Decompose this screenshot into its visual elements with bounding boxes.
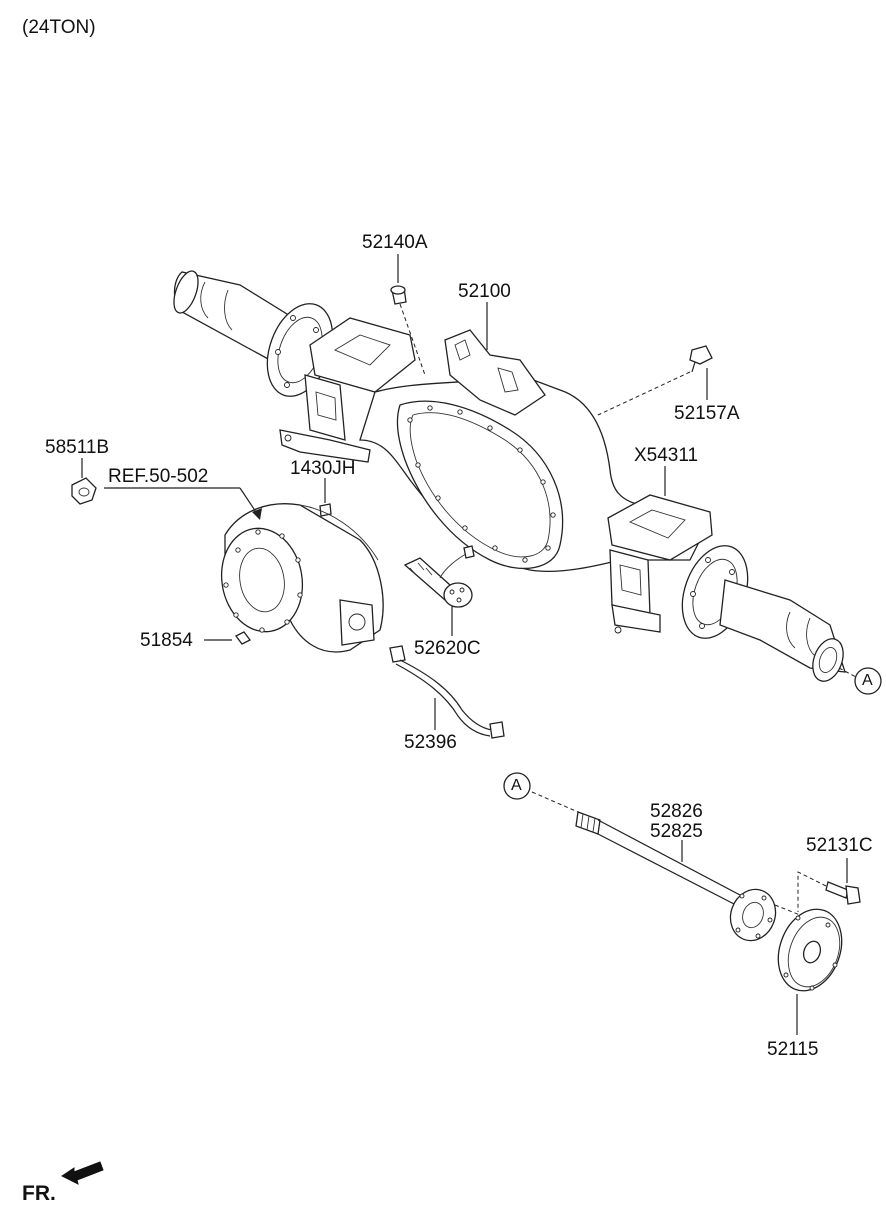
- hub-bolt[interactable]: [797, 871, 861, 912]
- part-label-52157A[interactable]: 52157A: [674, 403, 740, 424]
- hub-cap[interactable]: [767, 900, 852, 999]
- ref-marker-a-top: A: [862, 672, 873, 689]
- variant-label: (24TON): [22, 17, 96, 38]
- part-label-52131C[interactable]: 52131C: [806, 835, 873, 856]
- dowel-pin[interactable]: [319, 503, 332, 517]
- ref-circle-a-top: [854, 667, 882, 695]
- part-label-1430JH[interactable]: 1430JH: [290, 458, 356, 479]
- front-direction-label: FR.: [22, 1182, 56, 1205]
- ref-circle-a-bottom: [503, 772, 531, 800]
- axle-shaft[interactable]: [531, 791, 801, 947]
- part-label-52115[interactable]: 52115: [767, 1039, 819, 1060]
- part-label-52825[interactable]: 52825: [650, 821, 703, 842]
- part-label-X54311[interactable]: X54311: [634, 445, 699, 466]
- part-label-52100[interactable]: 52100: [458, 281, 511, 302]
- part-label-51854[interactable]: 51854: [140, 630, 193, 651]
- part-label-52396[interactable]: 52396: [404, 732, 457, 753]
- part-label-52140A[interactable]: 52140A: [362, 232, 428, 253]
- hex-nut[interactable]: [71, 477, 97, 505]
- ref-marker-a-bottom: A: [511, 777, 522, 794]
- wheel-speed-sensor[interactable]: [403, 545, 475, 608]
- breather-hose[interactable]: [389, 645, 505, 739]
- small-tag[interactable]: [235, 631, 251, 645]
- differential-carrier[interactable]: [214, 503, 384, 653]
- hex-bolt[interactable]: [597, 345, 713, 416]
- part-label-ref-50-502[interactable]: REF.50-502: [108, 466, 209, 487]
- part-label-52620C[interactable]: 52620C: [414, 638, 481, 659]
- breather-plug[interactable]: [390, 285, 426, 376]
- part-label-58511B[interactable]: 58511B: [45, 437, 110, 458]
- axle-housing[interactable]: [169, 268, 849, 686]
- part-label-52826[interactable]: 52826: [650, 801, 703, 822]
- leader-lines: [81, 254, 859, 1035]
- front-direction-arrow-icon: [61, 1161, 104, 1185]
